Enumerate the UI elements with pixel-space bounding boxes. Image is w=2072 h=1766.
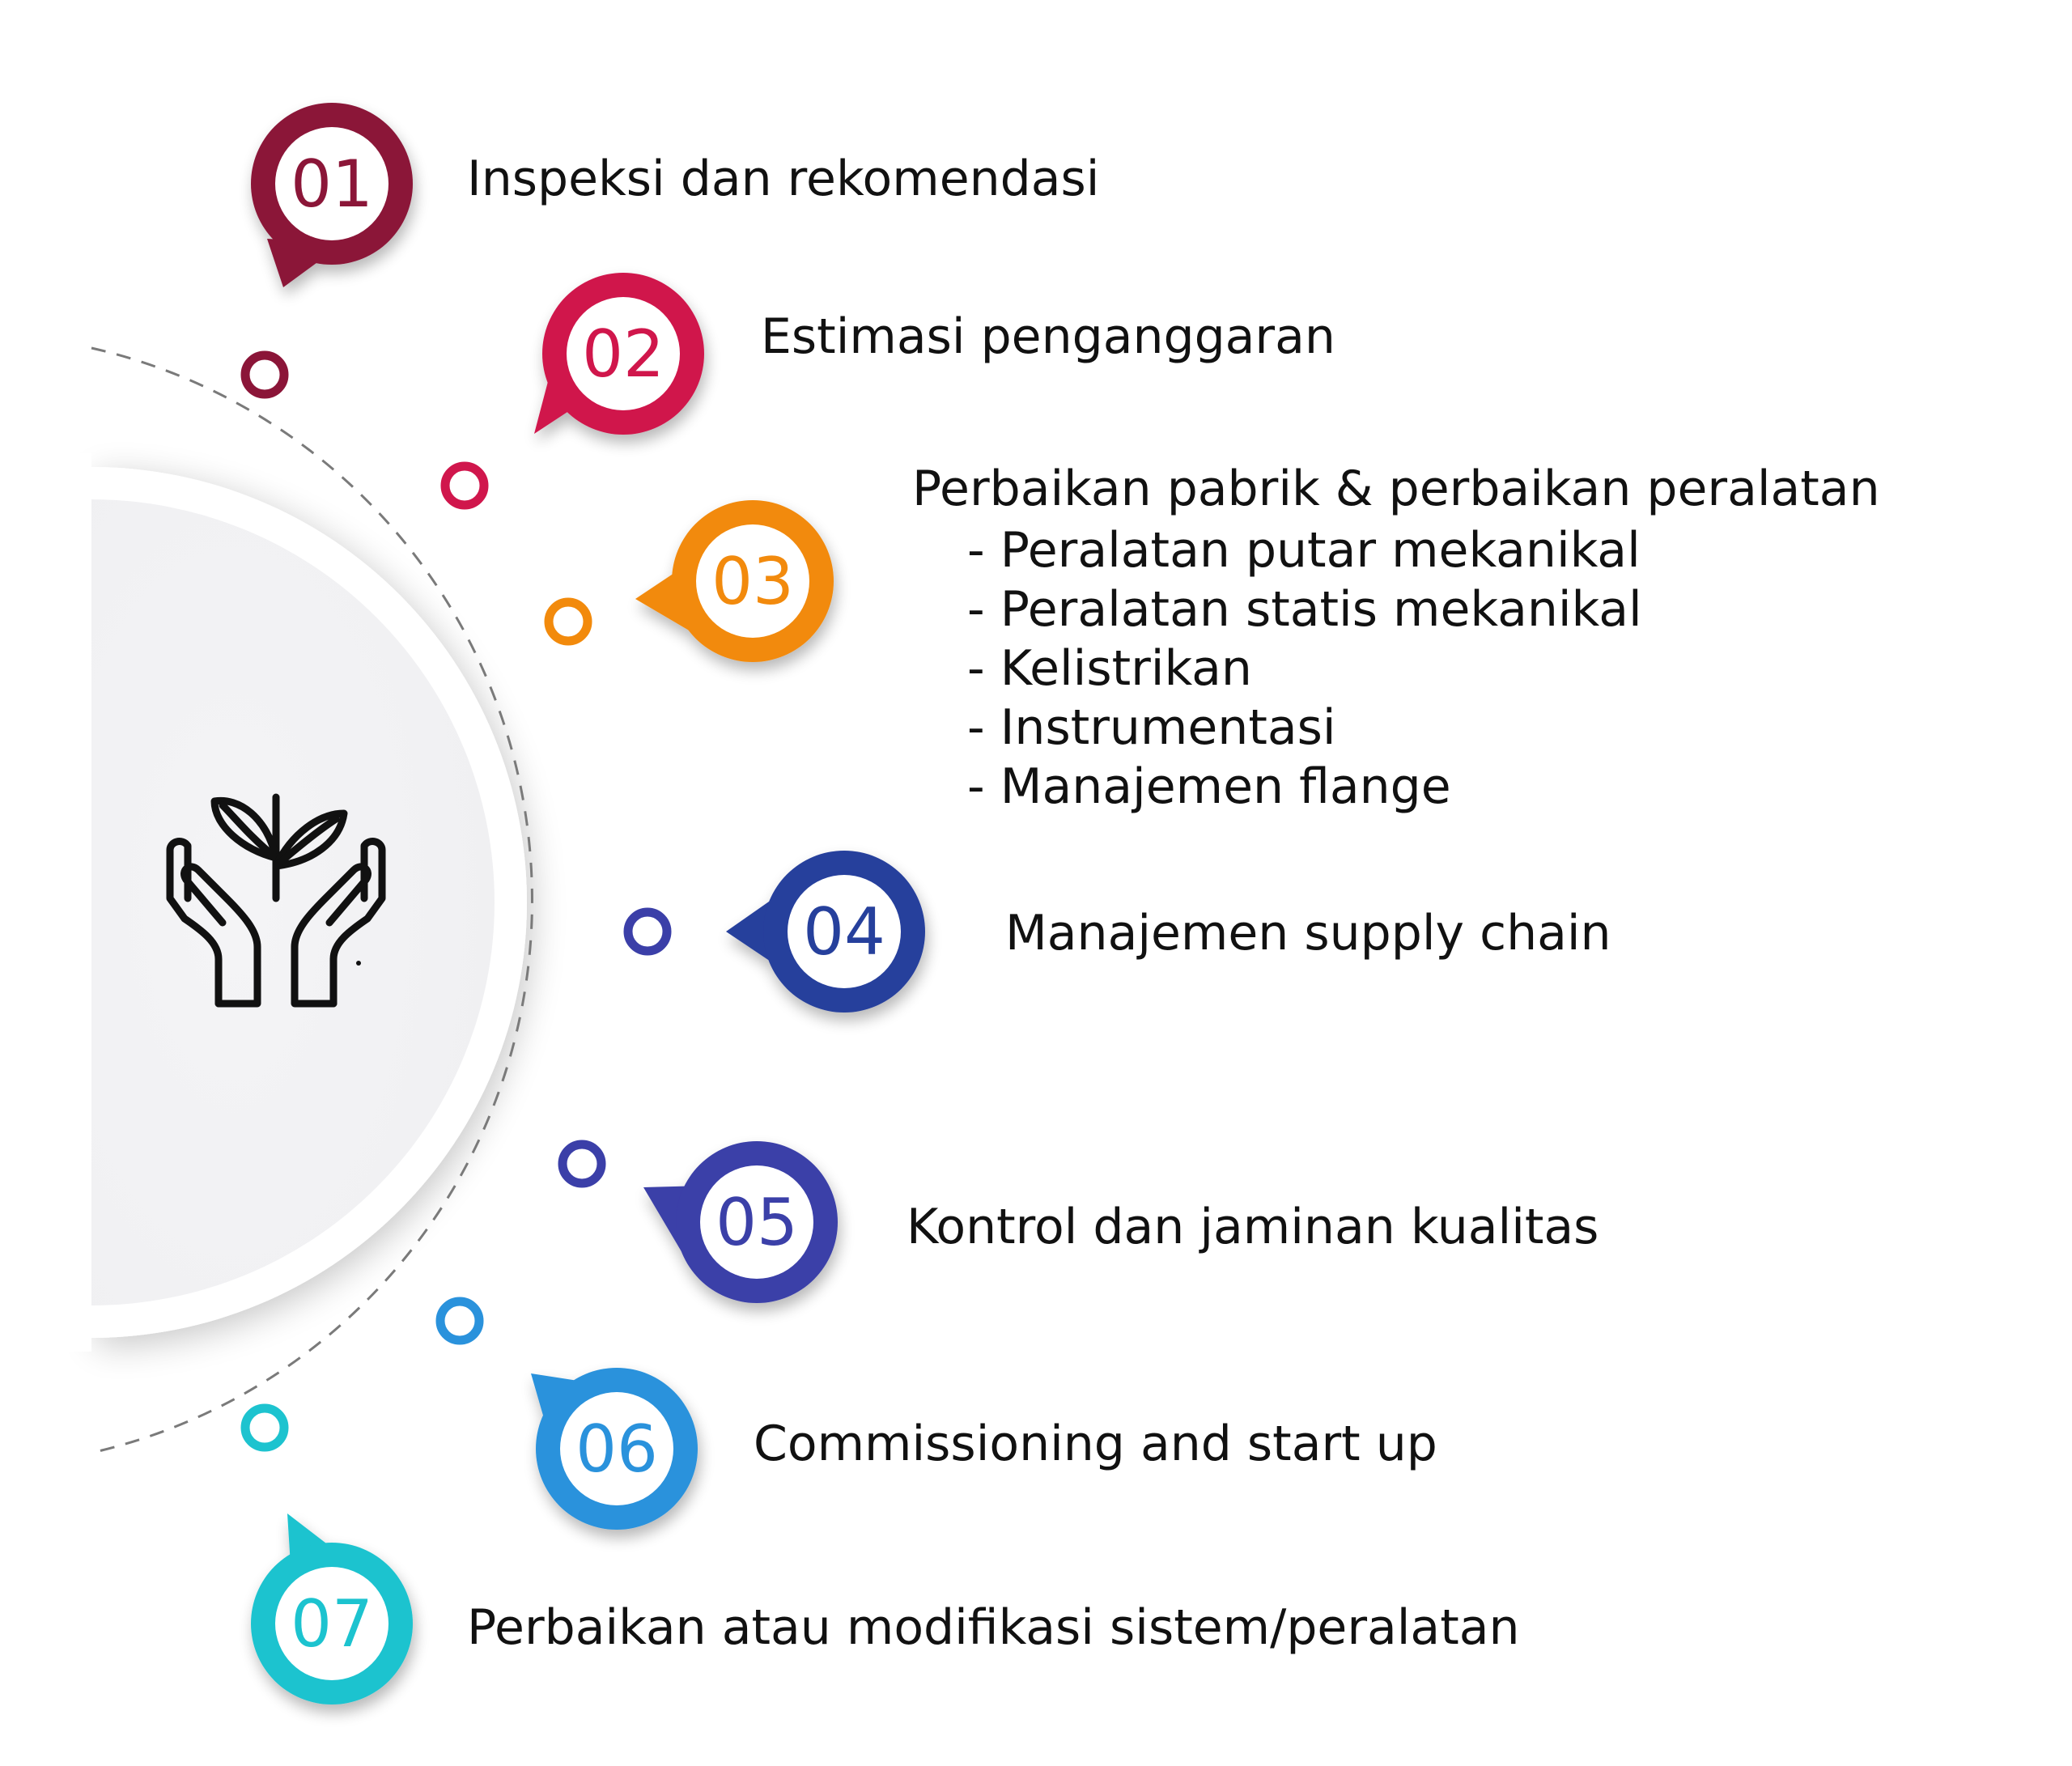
step-01-badge: 01: [251, 103, 413, 287]
badge-center: [275, 127, 388, 240]
badge-center: [696, 524, 809, 638]
orbit-dots: [240, 350, 672, 1452]
step-06-badge: 06: [531, 1368, 698, 1530]
step-number: 03: [711, 544, 794, 619]
dashed-orbit-arc: [91, 346, 533, 1454]
orbit-dot-2: [440, 461, 489, 510]
step-03-sub-item: - Instrumentasi: [967, 699, 1336, 756]
step-07-badge: 07: [251, 1513, 413, 1704]
step-number: 07: [291, 1586, 373, 1662]
step-03-sub-item: - Manajemen flange: [967, 758, 1451, 815]
step-number: 01: [291, 146, 373, 222]
step-05-badge: 05: [643, 1141, 838, 1303]
orbit-dot-7: [240, 1403, 289, 1452]
orbit-dot-4: [623, 907, 672, 956]
badge-center: [560, 1392, 673, 1505]
badge-center: [700, 1165, 813, 1279]
step-number: 02: [582, 316, 664, 392]
step-05-label: Kontrol dan jaminan kualitas: [906, 1199, 1599, 1255]
badge-center: [567, 297, 680, 410]
step-07-label: Perbaikan atau modifikasi sistem/peralat…: [467, 1599, 1520, 1656]
orbit-dot-3: [544, 597, 592, 646]
step-04-label: Manajemen supply chain: [1005, 905, 1611, 962]
orbit-dot-6: [435, 1297, 484, 1345]
step-badges: 01 02 03 04 05 06 07: [251, 103, 925, 1704]
step-01-label: Inspeksi dan rekomendasi: [467, 151, 1100, 207]
step-03-badge: 03: [635, 500, 834, 662]
step-03-sub-item: - Peralatan putar mekanikal: [967, 522, 1641, 579]
orbit-dot-5: [558, 1140, 606, 1188]
orbit-dot-1: [240, 350, 289, 399]
central-half-circle: [0, 453, 527, 1352]
step-03-label: Perbaikan pabrik & perbaikan peralatan: [912, 461, 1880, 517]
hands-plant-icon: [166, 793, 386, 1008]
step-03-sub-item: - Kelistrikan: [967, 640, 1252, 697]
step-number: 04: [803, 894, 885, 970]
step-06-label: Commissioning and start up: [754, 1416, 1437, 1472]
step-02-label: Estimasi penganggaran: [761, 308, 1335, 365]
step-03-sub-item: - Peralatan statis mekanikal: [967, 581, 1642, 638]
step-04-badge: 04: [726, 851, 925, 1012]
step-03-sub-list: - Peralatan putar mekanikal - Peralatan …: [967, 521, 1642, 817]
badge-center: [788, 875, 901, 988]
step-number: 05: [715, 1185, 798, 1260]
step-02-badge: 02: [534, 273, 704, 435]
badge-center: [275, 1567, 388, 1680]
step-number: 06: [575, 1412, 658, 1487]
